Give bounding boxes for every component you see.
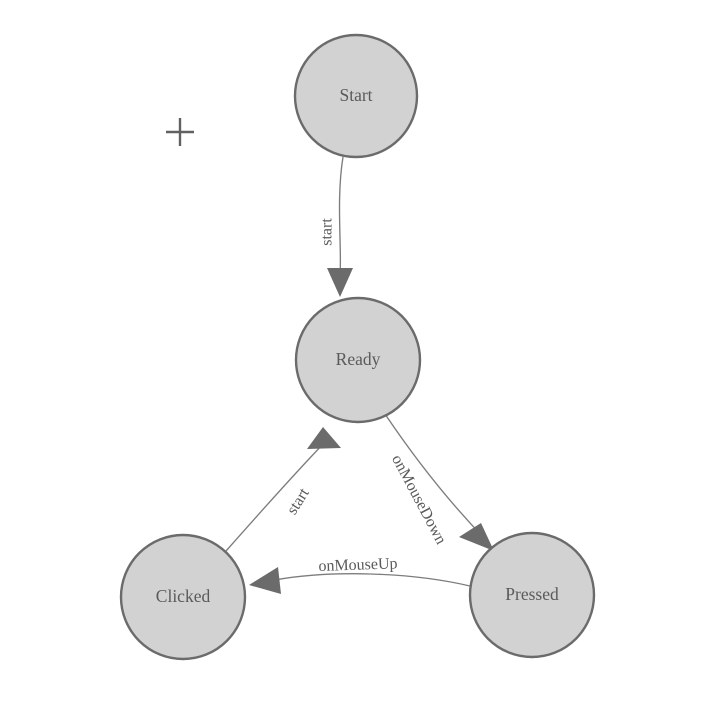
edge-pressed-to-clicked-arrowhead	[249, 567, 281, 594]
edge-ready-to-pressed[interactable]: onMouseDown	[384, 413, 494, 551]
edge-label-pressed-to-clicked: onMouseUp	[318, 555, 398, 575]
node-start[interactable]: Start	[293, 33, 419, 159]
node-pressed-circle[interactable]	[468, 531, 596, 659]
edge-start-to-ready-path	[338, 156, 344, 277]
edge-label-clicked-to-ready: start	[284, 485, 313, 518]
edge-start-to-ready[interactable]: start	[319, 156, 353, 297]
node-clicked[interactable]: Clicked	[119, 533, 247, 661]
node-ready-circle[interactable]	[294, 296, 422, 424]
node-pressed[interactable]: Pressed	[468, 531, 596, 659]
edge-clicked-to-ready-arrowhead	[307, 427, 341, 449]
edge-label-start-to-ready: start	[319, 218, 336, 246]
crosshair-marker[interactable]	[166, 118, 194, 146]
edge-ready-to-pressed-arrowhead	[459, 523, 494, 551]
edge-pressed-to-clicked[interactable]: onMouseUp	[249, 555, 471, 594]
edge-clicked-to-ready[interactable]: start	[225, 427, 341, 552]
node-start-circle[interactable]	[293, 33, 419, 159]
edge-clicked-to-ready-path	[225, 440, 327, 552]
edge-label-ready-to-pressed: onMouseDown	[388, 452, 449, 547]
node-ready[interactable]: Ready	[294, 296, 422, 424]
edge-ready-to-pressed-path	[384, 413, 487, 541]
edge-pressed-to-clicked-path	[274, 573, 471, 587]
node-clicked-circle[interactable]	[119, 533, 247, 661]
edge-start-to-ready-arrowhead	[327, 268, 353, 297]
